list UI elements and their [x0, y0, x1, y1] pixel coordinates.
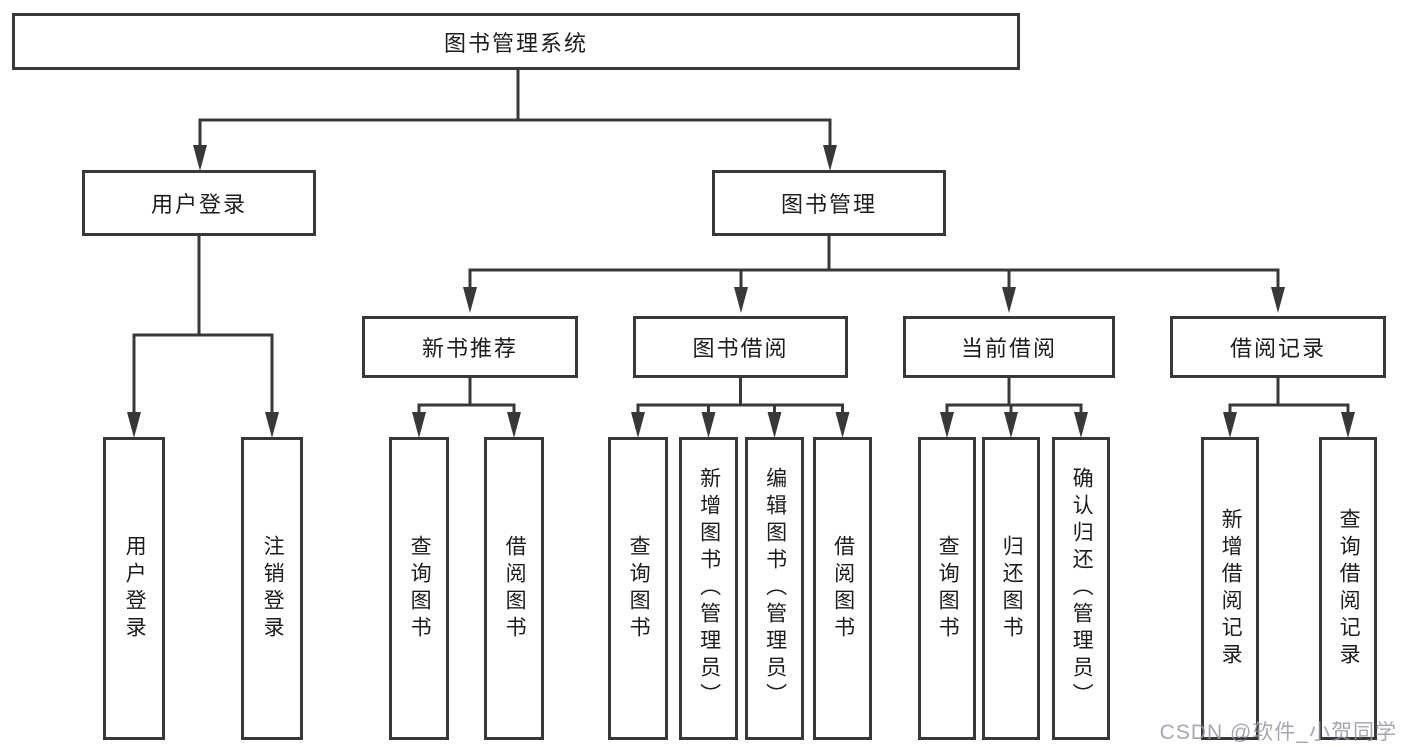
leaf-borrow-books-recommend-label: 借阅图书 — [503, 534, 527, 643]
node-borrow-records-label: 借阅记录 — [1229, 336, 1326, 361]
node-book-borrow: 图书借阅 — [633, 316, 848, 378]
node-current-borrow: 当前借阅 — [903, 316, 1115, 378]
leaf-borrow-books-label: 借阅图书 — [831, 534, 855, 643]
connector-user-login — [127, 236, 279, 438]
connector-book-borrow — [631, 378, 850, 438]
leaf-query-books-borrow-label: 查询图书 — [627, 534, 651, 643]
leaf-confirm-return-admin: 确认归还（管理员） — [1052, 437, 1110, 740]
connector-borrow-records — [1223, 378, 1355, 438]
node-book-management: 图书管理 — [712, 170, 946, 236]
leaf-confirm-return-admin-label: 确认归还（管理员） — [1070, 467, 1094, 710]
leaf-query-books-current-label: 查询图书 — [936, 534, 960, 643]
leaf-borrow-books-recommend: 借阅图书 — [484, 437, 544, 740]
leaf-query-borrow-record: 查询借阅记录 — [1319, 437, 1377, 740]
leaf-edit-book-admin: 编辑图书（管理员） — [745, 437, 804, 740]
leaf-edit-book-admin-label: 编辑图书（管理员） — [763, 467, 787, 710]
leaf-user-login-label: 用户登录 — [123, 534, 147, 643]
node-root: 图书管理系统 — [12, 13, 1020, 70]
node-user-login-label: 用户登录 — [150, 192, 247, 217]
node-new-book-recommend: 新书推荐 — [362, 316, 578, 378]
node-root-label: 图书管理系统 — [443, 30, 588, 56]
connector-new-book-recommend — [412, 378, 521, 438]
connector-book-management — [463, 236, 1285, 313]
leaf-logout-label: 注销登录 — [261, 534, 285, 643]
leaf-return-book: 归还图书 — [982, 437, 1040, 740]
node-borrow-records: 借阅记录 — [1170, 316, 1386, 378]
leaf-query-books-current: 查询图书 — [918, 437, 976, 740]
leaf-query-books-recommend-label: 查询图书 — [408, 534, 432, 643]
leaf-query-books-recommend: 查询图书 — [389, 437, 449, 740]
leaf-add-book-admin: 新增图书（管理员） — [679, 437, 738, 740]
node-user-login: 用户登录 — [82, 170, 316, 236]
leaf-add-borrow-record: 新增借阅记录 — [1201, 437, 1259, 740]
connector-root — [193, 70, 837, 171]
node-new-book-recommend-label: 新书推荐 — [421, 336, 518, 361]
leaf-logout: 注销登录 — [241, 437, 303, 740]
leaf-add-book-admin-label: 新增图书（管理员） — [697, 467, 721, 710]
leaf-query-borrow-record-label: 查询借阅记录 — [1337, 507, 1361, 670]
leaf-return-book-label: 归还图书 — [1000, 534, 1024, 643]
node-book-management-label: 图书管理 — [780, 192, 877, 217]
leaf-query-books-borrow: 查询图书 — [608, 437, 668, 740]
connector-current-borrow — [940, 378, 1088, 438]
leaf-add-borrow-record-label: 新增借阅记录 — [1219, 507, 1243, 670]
leaf-user-login: 用户登录 — [103, 437, 165, 740]
node-book-borrow-label: 图书借阅 — [692, 336, 789, 361]
node-current-borrow-label: 当前借阅 — [960, 336, 1057, 361]
csdn-watermark: CSDN @软件_小贺同学 — [1159, 721, 1397, 744]
leaf-borrow-books: 借阅图书 — [813, 437, 872, 740]
